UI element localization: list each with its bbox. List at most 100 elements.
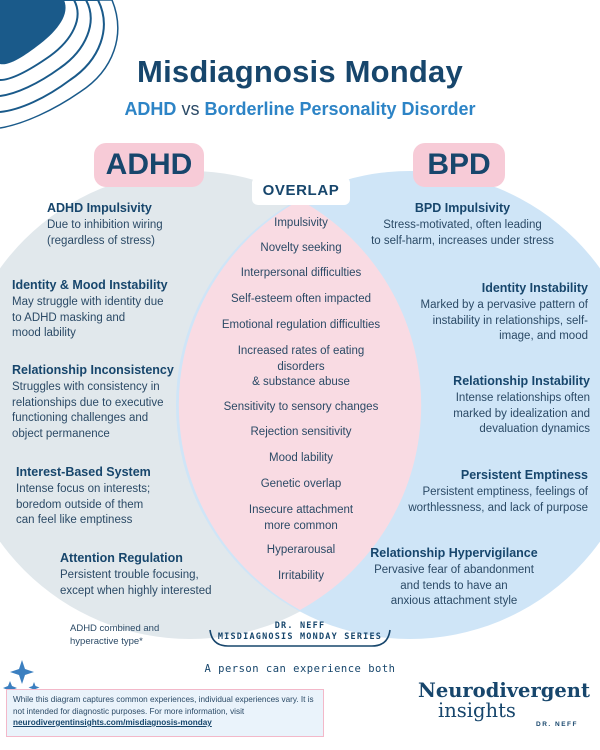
item-line: Sensitivity to sensory changes: [223, 401, 379, 413]
subtitle-adhd: ADHD: [124, 99, 177, 119]
item-line: anxious attachment style: [390, 595, 518, 607]
subtitle-vs: vs: [181, 99, 200, 119]
series-name: MISDIAGNOSIS MONDAY SERIES: [217, 632, 383, 642]
disclaimer-box: While this diagram captures common exper…: [6, 689, 324, 737]
series-tagline: A person can experience both: [204, 663, 396, 675]
series-author: DR. NEFF: [274, 621, 326, 631]
item-line: Due to inhibition wiring: [47, 219, 163, 231]
item-title: Identity & Mood Instability: [12, 278, 168, 292]
item-title: Attention Regulation: [60, 551, 183, 565]
item-title: Persistent Emptiness: [460, 468, 588, 482]
bpd-label: BPD: [413, 143, 505, 187]
item-line: Mood lability: [269, 452, 333, 464]
item-line: to self-harm, increases under stress: [371, 234, 554, 247]
item-line: Marked by a pervasive pattern of: [420, 299, 588, 311]
item-line: mood lability: [12, 327, 76, 339]
footnote-line: hyperactive type*: [70, 635, 143, 647]
item-line: object permanence: [12, 427, 110, 440]
adhd-item: Identity & Mood Instability May struggle…: [12, 277, 212, 342]
item-line: & substance abuse: [252, 376, 350, 388]
brand-logo-tag: DR. NEFF: [536, 721, 578, 728]
item-title: Identity Instability: [481, 281, 588, 295]
page-subtitle: ADHD vs Borderline Personality Disorder: [0, 99, 600, 120]
adhd-item: Interest-Based System Intense focus on i…: [16, 464, 206, 529]
item-title: ADHD Impulsivity: [47, 201, 152, 215]
item-line: marked by idealization and: [453, 407, 590, 420]
bpd-item: Relationship Instability Intense relatio…: [400, 373, 590, 438]
footnote: ADHD combined and hyperactive type*: [70, 623, 190, 648]
bpd-item: Persistent Emptiness Persistent emptines…: [390, 467, 588, 516]
disclaimer-link[interactable]: neurodivergentinsights.com/misdiagnosis-…: [13, 718, 212, 727]
item-body: Marked by a pervasive pattern of instabi…: [382, 298, 588, 345]
item-body: Due to inhibition wiring (regardless of …: [47, 218, 237, 249]
item-line: Insecure attachment: [248, 504, 354, 516]
overlap-item: Mood lability: [205, 451, 397, 467]
item-line: boredom outside of them: [16, 498, 144, 511]
overlap-label: OVERLAP: [252, 177, 350, 205]
bpd-item: Relationship Hypervigilance Pervasive fe…: [356, 545, 552, 610]
item-line: Increased rates of eating: [237, 345, 365, 357]
brand-logo-line1: Neurodivergent: [418, 679, 590, 702]
item-line: Pervasive fear of abandonment: [374, 564, 534, 576]
item-line: Irritability: [277, 570, 324, 582]
decorative-corner-blob: [0, 0, 119, 129]
overlap-item: Impulsivity: [205, 216, 397, 232]
adhd-item: ADHD Impulsivity Due to inhibition wirin…: [47, 200, 237, 249]
overlap-item: Emotional regulation difficulties: [205, 318, 397, 334]
item-line: instability in relationships, self-: [432, 314, 588, 327]
item-line: (regardless of stress): [47, 234, 156, 247]
brand-logo-line2: insights: [438, 699, 516, 722]
item-body: Pervasive fear of abandonment and tends …: [356, 563, 552, 610]
item-line: Self-esteem often impacted: [231, 293, 371, 305]
item-title: BPD Impulsivity: [414, 201, 511, 215]
adhd-label: ADHD: [94, 143, 204, 187]
item-line: Genetic overlap: [260, 478, 342, 490]
item-body: Stress-motivated, often leading to self-…: [355, 218, 570, 249]
item-body: Persistent trouble focusing, except when…: [60, 568, 240, 599]
item-line: Persistent emptiness, feelings of: [422, 486, 588, 498]
item-title: Relationship Hypervigilance: [370, 546, 538, 560]
item-line: Stress-motivated, often leading: [383, 219, 542, 231]
overlap-item: Genetic overlap: [205, 477, 397, 493]
overlap-item: Sensitivity to sensory changes: [205, 400, 397, 416]
item-line: more common: [264, 519, 338, 532]
item-line: Persistent trouble focusing,: [60, 569, 199, 581]
subtitle-bpd: Borderline Personality Disorder: [204, 99, 476, 119]
item-line: Impulsivity: [274, 217, 328, 229]
item-body: Intense relationships often marked by id…: [400, 391, 590, 438]
item-line: worthlessness, and lack of purpose: [408, 501, 588, 514]
adhd-item: Relationship Inconsistency Struggles wit…: [12, 362, 212, 442]
overlap-item: Novelty seeking: [205, 241, 397, 257]
item-line: relationships due to executive: [12, 396, 164, 409]
overlap-region: [178, 200, 422, 610]
item-line: devaluation dynamics: [479, 423, 590, 435]
item-line: Intense focus on interests;: [16, 483, 151, 495]
overlap-item: Interpersonal difficulties: [205, 266, 397, 282]
sparkle-icon: [3, 660, 40, 695]
item-line: image, and mood: [499, 330, 588, 342]
item-title: Relationship Instability: [453, 374, 590, 388]
item-line: Novelty seeking: [260, 242, 342, 254]
item-line: functioning challenges and: [12, 412, 149, 424]
item-line: Rejection sensitivity: [250, 426, 352, 438]
item-line: disorders: [277, 360, 325, 373]
footnote-line: ADHD combined and: [70, 623, 160, 634]
item-line: to ADHD masking and: [12, 311, 126, 324]
item-line: Interpersonal difficulties: [240, 267, 362, 279]
overlap-item: Rejection sensitivity: [205, 425, 397, 441]
item-title: Relationship Inconsistency: [12, 363, 174, 377]
item-line: Intense relationships often: [455, 392, 590, 404]
bpd-item: BPD Impulsivity Stress-motivated, often …: [355, 200, 570, 249]
overlap-item: Increased rates of eating disorders & su…: [205, 344, 397, 391]
item-line: Emotional regulation difficulties: [221, 319, 381, 331]
item-body: May struggle with identity due to ADHD m…: [12, 295, 212, 342]
item-body: Persistent emptiness, feelings of worthl…: [390, 485, 588, 516]
disclaimer-text: While this diagram captures common exper…: [13, 695, 314, 716]
series-bracket: [209, 629, 391, 647]
item-title: Interest-Based System: [16, 465, 151, 479]
item-line: Struggles with consistency in: [12, 381, 160, 393]
item-line: and tends to have an: [400, 579, 508, 592]
overlap-item: Self-esteem often impacted: [205, 292, 397, 308]
